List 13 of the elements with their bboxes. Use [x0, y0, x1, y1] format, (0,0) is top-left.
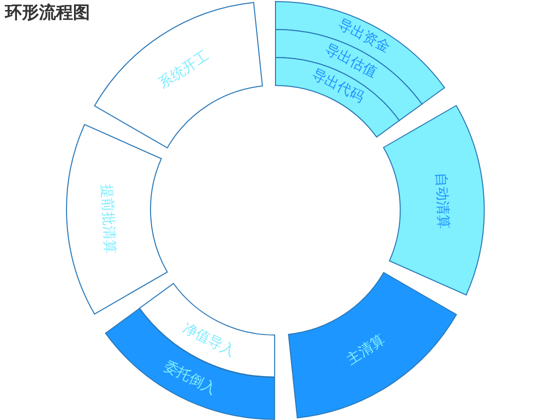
diagram-title: 环形流程图	[5, 3, 90, 24]
segment-label: 委托倒入	[161, 358, 218, 398]
ring-segment	[288, 272, 456, 418]
segment-label: 提前批清算	[98, 183, 118, 254]
ring-segment	[105, 308, 276, 420]
ring-segment	[94, 2, 262, 148]
ring-segment	[382, 105, 484, 296]
ring-segment	[274, 0, 445, 104]
segment-label: 净值导入	[180, 320, 238, 360]
ring-segment	[66, 124, 168, 315]
segment-label: 主清算	[344, 332, 388, 368]
segment-label: 系统开工	[156, 48, 212, 92]
segment-label: 自动清算	[432, 172, 452, 230]
